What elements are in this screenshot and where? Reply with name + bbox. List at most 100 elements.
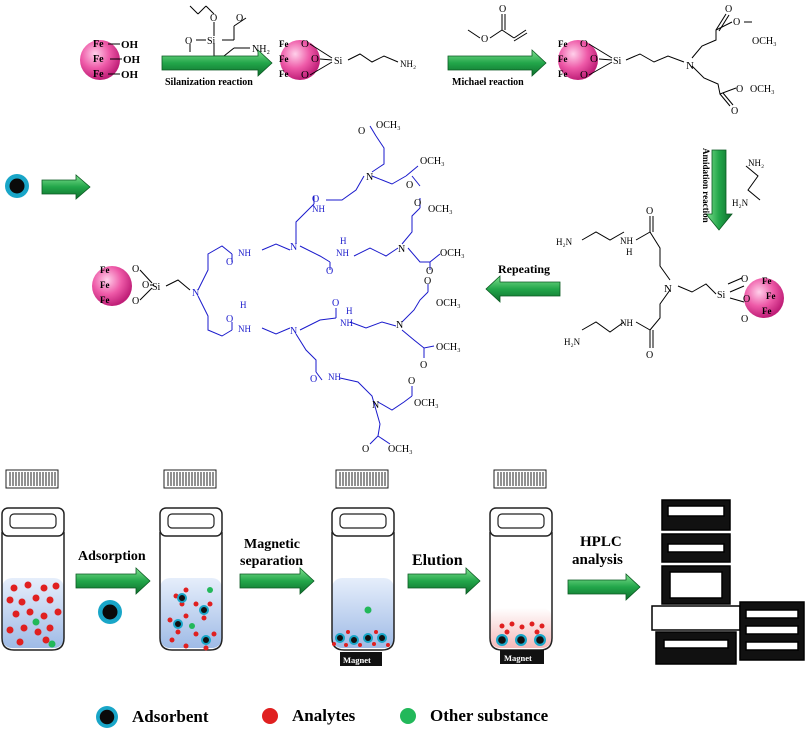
o-label: O <box>414 198 421 209</box>
hplc-instrument <box>651 499 805 665</box>
o-label: O <box>406 180 413 191</box>
fe-label: Fe <box>93 69 104 80</box>
methyl-acrylate-structure <box>467 14 528 42</box>
o-label: O <box>408 376 415 387</box>
fe3o4-particle-1: Fe Fe Fe OH OH OH <box>80 39 141 81</box>
o-label: O <box>210 13 217 24</box>
oh-label: OH <box>121 69 139 81</box>
fe3o4-particle-4: O O O Fe Fe Fe <box>741 274 784 325</box>
o-label: O <box>132 264 139 275</box>
vial3-particles <box>332 606 390 647</box>
nh-label: NH <box>238 248 251 258</box>
o-label: O <box>580 69 588 81</box>
n-label: N <box>372 400 379 411</box>
o-label: O <box>646 206 653 217</box>
hplc-label-2: analysis <box>572 552 623 568</box>
o-label: O <box>743 294 750 305</box>
amidated-intermediate <box>581 216 745 348</box>
nh-label: NH <box>312 204 325 214</box>
aptes-reagent-structure <box>189 5 250 57</box>
o-label: O <box>326 266 333 277</box>
fe-label: Fe <box>100 280 110 290</box>
och3-label: OCH₃ <box>436 342 461 353</box>
o-label: O <box>741 314 748 325</box>
nh-label: NH <box>238 324 251 334</box>
magnetic-separation-arrow <box>239 567 315 595</box>
o-label: O <box>185 36 192 47</box>
si-label: Si <box>334 56 343 67</box>
o-label: O <box>301 38 309 50</box>
o-label: O <box>132 296 139 307</box>
adsorption-label: Adsorption <box>78 549 146 564</box>
h-label: H <box>626 247 633 257</box>
och3-label: OCH₃ <box>388 444 413 455</box>
legend-adsorbent-label: Adsorbent <box>132 707 209 726</box>
si-label: Si <box>207 36 216 47</box>
fe-label: Fe <box>100 265 110 275</box>
o-label: O <box>733 17 740 28</box>
nh-label: NH <box>620 236 633 246</box>
magnet-2: Magnet <box>500 650 544 664</box>
legend-analytes-label: Analytes <box>292 706 356 725</box>
n-label: N <box>192 288 199 299</box>
elution-label: Elution <box>412 552 463 569</box>
nh-label: NH <box>328 372 341 382</box>
hplc-arrow <box>567 573 641 601</box>
o-label: O <box>741 274 748 285</box>
n-label: N <box>290 242 297 253</box>
h2n-label: H₂N <box>564 337 581 347</box>
o-label: O <box>646 350 653 361</box>
fe-label: Fe <box>766 291 776 301</box>
h2n-label: H₂N <box>732 198 749 208</box>
o-label: O <box>332 298 339 309</box>
o-label: O <box>731 106 738 117</box>
vial-caps <box>5 469 547 489</box>
fe-label: Fe <box>762 276 772 286</box>
och3-label: OCH₃ <box>376 120 401 131</box>
magnetic-label-2: separation <box>240 554 303 569</box>
silanization-label: Silanization reaction <box>165 77 253 88</box>
fe-label: Fe <box>279 39 289 49</box>
oh-label: OH <box>123 54 141 66</box>
o-label: O <box>725 4 732 15</box>
fe3o4-particle-5: Fe Fe Fe O O O Si <box>92 264 191 307</box>
nh-label: NH <box>336 248 349 258</box>
legend-other: Other substance <box>400 706 548 726</box>
vial1-particles <box>6 581 62 648</box>
hplc-label-1: HPLC <box>580 534 622 550</box>
magnetic-label-1: Magnetic <box>244 537 300 552</box>
o-label: O <box>420 360 427 371</box>
analyte-dot-icon <box>262 708 278 724</box>
o-label: O <box>312 194 319 205</box>
michael-arrow <box>447 49 547 77</box>
n-label: N <box>290 326 297 337</box>
adsorption-arrow <box>75 567 151 595</box>
o-label: O <box>358 126 365 137</box>
fe-label: Fe <box>279 69 289 79</box>
oh-label: OH <box>121 39 139 51</box>
vial-magnetic-separation <box>331 507 395 651</box>
o-label: O <box>424 276 431 287</box>
cap-grooves <box>9 472 544 486</box>
adsorbent-symbol <box>5 174 29 198</box>
equals-arrow <box>41 174 91 200</box>
o-label: O <box>481 34 488 45</box>
och3-label: OCH₃ <box>420 156 445 167</box>
h-label: H <box>240 300 247 310</box>
other-substance-dot-icon <box>400 708 416 724</box>
och3-label: OCH₃ <box>414 398 439 409</box>
fe3o4-particle-2: Fe Fe Fe O O O Si NH₂ <box>279 38 416 81</box>
o-label: O <box>236 13 243 24</box>
elution-arrow <box>407 567 481 595</box>
o-label: O <box>311 53 319 65</box>
o-label: O <box>226 314 233 325</box>
fe-label: Fe <box>558 39 568 49</box>
repeating-label: Repeating <box>498 262 550 276</box>
h2n-label: H₂N <box>556 237 573 247</box>
nh-label: NH <box>340 318 353 328</box>
o-label: O <box>499 4 506 15</box>
h-label: H <box>346 306 353 316</box>
amidation-arrow <box>705 149 733 231</box>
o-label: O <box>301 69 309 81</box>
